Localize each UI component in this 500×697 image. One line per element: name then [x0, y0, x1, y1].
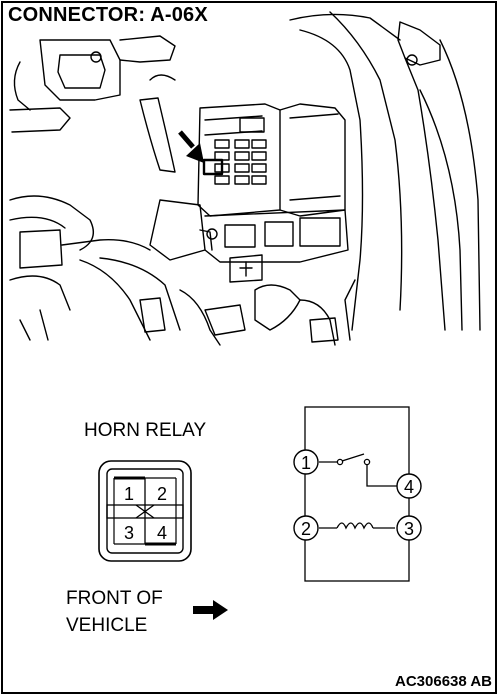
- horn-relay-label: HORN RELAY: [84, 420, 207, 441]
- terminal-3: 3: [404, 519, 414, 539]
- front-of-vehicle-label: FRONT OF VEHICLE: [66, 588, 163, 636]
- connector-face: 1 2 3 4: [98, 460, 192, 562]
- front-arrow-icon: [193, 600, 228, 620]
- connector-pin-3: 3: [124, 523, 134, 543]
- terminal-2: 2: [301, 519, 311, 539]
- terminal-1: 1: [301, 453, 311, 473]
- connector-pin-2: 2: [157, 484, 167, 504]
- terminal-4: 4: [404, 477, 414, 497]
- relay-circuit-diagram: 1 4 2 3: [293, 406, 422, 582]
- location-arrow-icon: [178, 130, 204, 163]
- connector-title: CONNECTOR: A-06X: [8, 4, 208, 26]
- switch-icon: [319, 453, 398, 487]
- coil-icon: [319, 522, 395, 530]
- figure-code: AC306638 AB: [395, 673, 492, 690]
- connector-pin-1: 1: [124, 484, 134, 504]
- connector-pin-4: 4: [157, 523, 167, 543]
